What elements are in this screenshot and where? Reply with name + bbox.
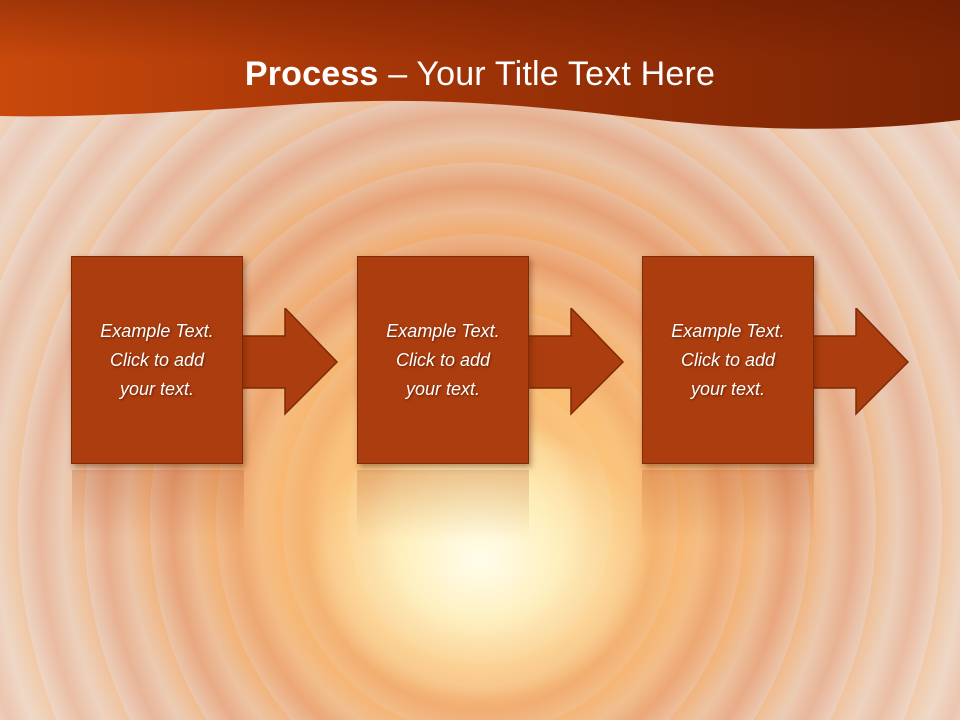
step-2-text[interactable]: Example Text. Click to add your text. (378, 317, 507, 404)
step-2-line-2: Click to add (395, 349, 491, 370)
step-1-box[interactable]: Example Text. Click to add your text. (71, 256, 243, 464)
title-bold: Process (244, 55, 379, 93)
process-step-3[interactable]: Example Text. Click to add your text. (642, 256, 910, 468)
right-arrow-icon (241, 308, 339, 416)
step-2-box[interactable]: Example Text. Click to add your text. (357, 256, 529, 464)
slide-title[interactable]: Process – Your Title Text Here (0, 52, 960, 96)
step-1-reflection (72, 470, 244, 540)
step-1-line-3: your text. (119, 378, 194, 399)
right-arrow-icon (812, 308, 910, 416)
step-3-reflection (642, 470, 814, 540)
title-rest: – Your Title Text Here (378, 55, 716, 93)
step-3-line-2: Click to add (680, 349, 776, 370)
process-step-2[interactable]: Example Text. Click to add your text. (357, 256, 625, 468)
step-1-line-1: Example Text. (100, 320, 214, 341)
step-1-text[interactable]: Example Text. Click to add your text. (92, 317, 221, 404)
step-2-reflection (357, 470, 529, 540)
step-3-line-1: Example Text. (671, 320, 785, 341)
step-1-line-2: Click to add (109, 349, 205, 370)
step-3-box[interactable]: Example Text. Click to add your text. (642, 256, 814, 464)
header-band (0, 0, 960, 129)
step-2-line-3: your text. (405, 378, 480, 399)
step-2-line-1: Example Text. (386, 320, 500, 341)
right-arrow-icon (527, 308, 625, 416)
step-3-line-3: your text. (690, 378, 765, 399)
process-step-1[interactable]: Example Text. Click to add your text. (71, 256, 339, 468)
step-3-text[interactable]: Example Text. Click to add your text. (663, 317, 792, 404)
